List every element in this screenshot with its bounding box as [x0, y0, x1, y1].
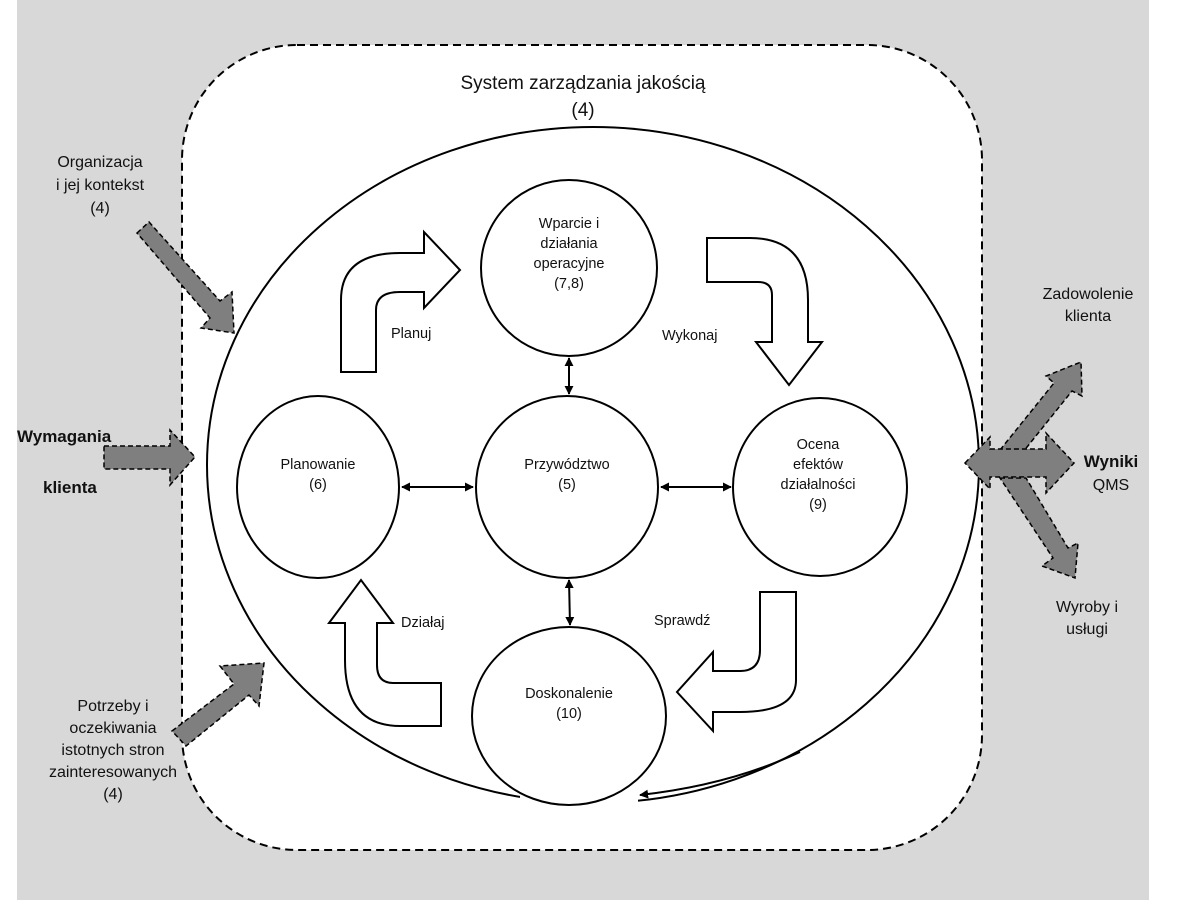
node-leadership-line1: Przywództwo [524, 457, 609, 473]
node-evaluation-line4: (9) [809, 497, 827, 513]
svg-text:klienta: klienta [43, 478, 97, 497]
organization-label: Organizacja i jej kontekst (4) [56, 154, 145, 217]
node-evaluation-line1: Ocena [797, 437, 841, 453]
node-support-line1: Wparcie i [539, 216, 599, 232]
svg-text:Zadowolenie: Zadowolenie [1043, 286, 1134, 303]
node-evaluation[interactable]: Ocena efektów działalności (9) [732, 397, 908, 577]
stakeholders-label: Potrzeby i oczekiwania istotnych stron z… [49, 698, 177, 803]
node-leadership[interactable]: Przywództwo (5) [475, 395, 659, 579]
svg-text:Wyniki: Wyniki [1084, 452, 1138, 471]
node-evaluation-line3: działalności [781, 477, 856, 493]
svg-text:usługi: usługi [1066, 621, 1108, 638]
organization-input-arrow-icon [135, 220, 235, 334]
node-evaluation-line2: efektów [793, 457, 843, 473]
products-output-arrow-icon [998, 477, 1079, 580]
plan-arrow-icon [340, 229, 462, 373]
system-title: System zarządzania jakością [461, 73, 706, 94]
svg-text:Wyroby i: Wyroby i [1056, 599, 1118, 616]
check-label: Sprawdź [654, 613, 710, 629]
svg-text:(4): (4) [90, 200, 110, 217]
svg-text:klienta: klienta [1065, 308, 1111, 325]
satisfaction-output-arrow-icon [998, 360, 1083, 453]
do-label: Wykonaj [662, 328, 717, 344]
node-leadership-line2: (5) [558, 477, 576, 493]
svg-text:Organizacja: Organizacja [57, 154, 142, 171]
do-arrow-icon [706, 237, 825, 387]
svg-text:(4): (4) [103, 786, 123, 803]
plan-label: Planuj [391, 326, 431, 342]
system-title-clause: (4) [571, 100, 594, 121]
svg-text:zainteresowanych: zainteresowanych [49, 764, 177, 781]
node-planning[interactable]: Planowanie (6) [236, 395, 400, 579]
node-support-line2: działania [540, 236, 598, 252]
products-label: Wyroby i usługi [1056, 599, 1118, 638]
svg-text:oczekiwania: oczekiwania [69, 720, 156, 737]
svg-text:Wymagania: Wymagania [17, 427, 112, 446]
act-label: Działaj [401, 615, 445, 631]
node-planning-line1: Planowanie [281, 457, 356, 473]
svg-text:istotnych stron: istotnych stron [61, 742, 164, 759]
results-label: Wyniki QMS [1084, 452, 1138, 494]
customer-requirements-label: Wymagania klienta [17, 427, 112, 497]
results-output-arrow-icon [963, 431, 1076, 495]
stakeholders-input-arrow-icon [170, 662, 265, 748]
node-improvement[interactable]: Doskonalenie (10) [471, 626, 667, 806]
act-arrow-icon [327, 578, 442, 727]
svg-text:QMS: QMS [1093, 477, 1129, 494]
satisfaction-label: Zadowolenie klienta [1043, 286, 1134, 325]
node-improvement-line2: (10) [556, 706, 582, 722]
svg-text:Potrzeby i: Potrzeby i [77, 698, 148, 715]
node-planning-line2: (6) [309, 477, 327, 493]
customer-input-arrow-icon [103, 428, 197, 487]
cycle-return-arrow [639, 751, 801, 799]
link-leadership-improvement [564, 579, 575, 626]
svg-text:i jej kontekst: i jej kontekst [56, 177, 145, 194]
node-improvement-line1: Doskonalenie [525, 686, 613, 702]
node-support[interactable]: Wparcie i działania operacyjne (7,8) [480, 179, 658, 357]
check-arrow-icon [675, 591, 797, 734]
node-support-line4: (7,8) [554, 276, 584, 292]
node-support-line3: operacyjne [534, 256, 605, 272]
